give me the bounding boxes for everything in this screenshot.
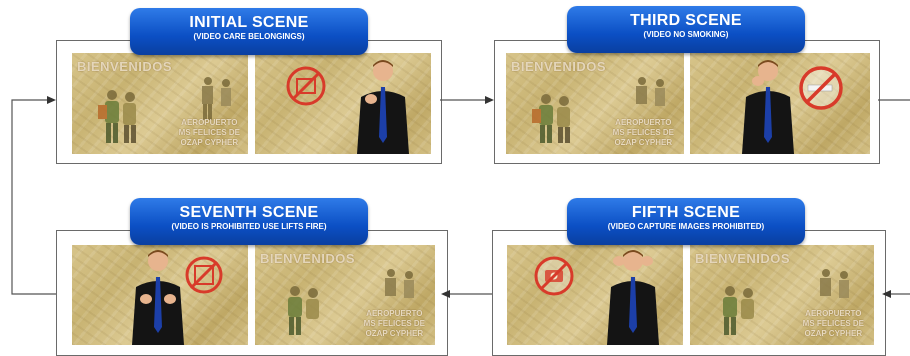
signer-thumbnail <box>255 53 431 154</box>
travelers-illustration <box>532 77 665 143</box>
travelers-illustration <box>288 269 414 335</box>
signer-thumbnail <box>507 245 683 345</box>
travelers-illustration <box>723 269 849 335</box>
no-lifts-fire-icon <box>185 256 223 294</box>
seventh-scene-title: SEVENTH SCENE (VIDEO IS PROHIBITED USE L… <box>130 198 368 245</box>
arrowhead <box>47 96 56 104</box>
sign-language-interpreter <box>742 60 794 154</box>
scene-subtitle-text: (VIDEO CARE BELONGINGS) <box>193 32 305 41</box>
initial-scene-title: INITIAL SCENE (VIDEO CARE BELONGINGS) <box>130 8 368 55</box>
scene-title-text: THIRD SCENE <box>630 12 742 29</box>
welcome-thumbnail: BIENVENIDOS AEROPUERTO MS FELICES DE OZA… <box>255 245 435 345</box>
loop-connector <box>11 99 56 295</box>
airport-line-2: MS FELICES DE <box>178 128 240 137</box>
airport-caption: AEROPUERTO MS FELICES DE OZAP CYPHER <box>803 309 864 339</box>
welcome-sign-text: BIENVENIDOS <box>511 59 607 74</box>
arrowhead <box>441 290 450 298</box>
airport-line-2: MS FELICES DE <box>802 319 864 328</box>
scene-title-text: INITIAL SCENE <box>189 14 309 31</box>
airport-line-3: OZAP CYPHER <box>614 138 673 147</box>
fifth-scene-title: FIFTH SCENE (VIDEO CAPTURE IMAGES PROHIB… <box>567 198 805 245</box>
no-smoking-icon <box>799 66 843 110</box>
travelers-illustration <box>98 77 231 143</box>
airport-caption: AEROPUERTO MS FELICES DE OZAP CYPHER <box>613 118 674 148</box>
welcome-sign-text: BIENVENIDOS <box>77 59 173 74</box>
initial-scene-box: BIENVENIDOS AEROPUERTO MS FELICES DE OZA… <box>56 40 442 164</box>
scene-title-text: SEVENTH SCENE <box>179 204 319 221</box>
no-photography-icon <box>534 256 574 296</box>
airport-line-2: MS FELICES DE <box>612 128 674 137</box>
airport-line-1: AEROPUERTO <box>615 118 672 127</box>
scene-subtitle-text: (VIDEO CAPTURE IMAGES PROHIBITED) <box>607 222 765 231</box>
scene-subtitle-text: (VIDEO IS PROHIBITED USE LIFTS FIRE) <box>171 222 327 231</box>
signer-thumbnail <box>690 53 870 154</box>
welcome-thumbnail: BIENVENIDOS AEROPUERTO MS FELICES DE OZA… <box>72 53 248 154</box>
arrowhead <box>485 96 494 104</box>
sign-language-interpreter <box>607 250 659 345</box>
airport-line-3: OZAP CYPHER <box>804 329 863 338</box>
third-scene-title: THIRD SCENE (VIDEO NO SMOKING) <box>567 6 805 53</box>
airport-line-1: AEROPUERTO <box>181 118 238 127</box>
scene-title-text: FIFTH SCENE <box>631 204 741 221</box>
airport-line-2: MS FELICES DE <box>363 319 425 328</box>
airport-caption: AEROPUERTO MS FELICES DE OZAP CYPHER <box>179 118 240 148</box>
signer-thumbnail <box>72 245 248 345</box>
welcome-thumbnail: BIENVENIDOS AEROPUERTO MS FELICES DE OZA… <box>506 53 684 154</box>
airport-line-1: AEROPUERTO <box>366 309 423 318</box>
care-belongings-sign-icon <box>286 66 326 106</box>
arrowhead <box>882 290 891 298</box>
sign-language-interpreter <box>132 250 184 345</box>
airport-line-3: OZAP CYPHER <box>180 138 239 147</box>
airport-line-3: OZAP CYPHER <box>365 329 424 338</box>
welcome-sign-text: BIENVENIDOS <box>260 251 356 266</box>
sign-language-interpreter <box>357 60 409 154</box>
welcome-sign-text: BIENVENIDOS <box>695 251 791 266</box>
airport-line-1: AEROPUERTO <box>805 309 862 318</box>
scene-subtitle-text: (VIDEO NO SMOKING) <box>643 30 729 39</box>
third-scene-box: BIENVENIDOS AEROPUERTO MS FELICES DE OZA… <box>494 40 880 164</box>
fifth-scene-box: BIENVENIDOS AEROPUERTO MS FELICES DE OZA… <box>492 230 886 356</box>
seventh-scene-box: BIENVENIDOS AEROPUERTO MS FELICES DE OZA… <box>56 230 448 356</box>
welcome-thumbnail: BIENVENIDOS AEROPUERTO MS FELICES DE OZA… <box>690 245 874 345</box>
airport-caption: AEROPUERTO MS FELICES DE OZAP CYPHER <box>364 309 425 339</box>
